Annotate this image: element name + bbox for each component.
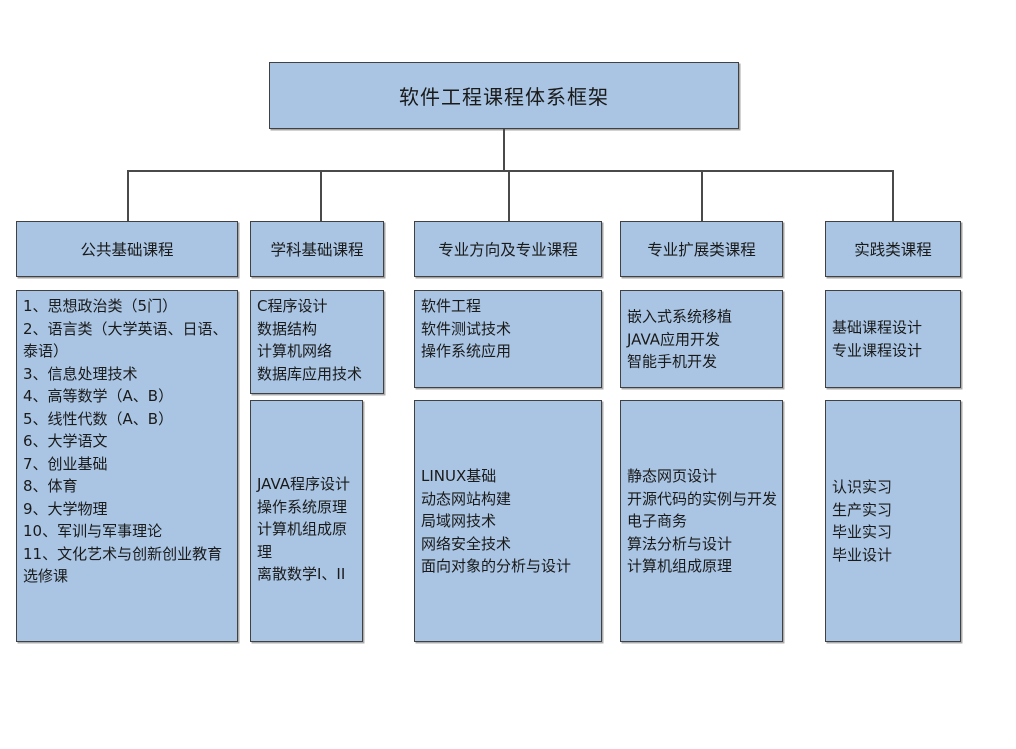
course-box-major-direction-upper[interactable]: 软件工程软件测试技术操作系统应用	[414, 290, 602, 388]
root-title-box: 软件工程课程体系框架	[269, 62, 739, 129]
course-item: 毕业设计	[832, 545, 893, 564]
course-item: 数据结构	[257, 319, 318, 338]
column-header-label: 学科基础课程	[270, 241, 364, 259]
course-list: C程序设计数据结构计算机网络数据库应用技术	[257, 295, 385, 385]
course-item: JAVA程序设计	[257, 475, 351, 493]
course-item: 计算机网络	[257, 342, 333, 360]
course-box-public-basic-list[interactable]: 1、思想政治类（5门） 2、语言类（大学英语、日语、泰语） 3、信息处理技术 4、高等…	[16, 290, 238, 642]
course-item: 10、军训与军事理论	[23, 522, 163, 540]
course-item: 4、高等数学（A、B）	[23, 387, 174, 405]
course-item: 计算机组成原理	[627, 556, 733, 575]
course-list: 软件工程软件测试技术操作系统应用	[421, 295, 601, 363]
column-header-label: 实践类课程	[854, 241, 932, 259]
course-item: 智能手机开发	[627, 352, 718, 371]
course-list: 基础课程设计专业课程设计	[832, 317, 962, 362]
course-item: 2、语言类（大学英语、日语、泰语）	[23, 319, 228, 361]
course-list: JAVA程序设计操作系统原理计算机组成原理离散数学I、II	[257, 473, 361, 586]
course-item: 5、线性代数（A、B）	[23, 409, 174, 428]
course-item: 3、信息处理技术	[23, 364, 138, 383]
course-list: 静态网页设计开源代码的实例与开发电子商务算法分析与设计计算机组成原理	[627, 465, 779, 578]
course-box-subject-basic-upper[interactable]: C程序设计数据结构计算机网络数据库应用技术	[250, 290, 384, 394]
course-item: 动态网站构建	[421, 489, 512, 508]
course-item: 操作系统应用	[421, 342, 512, 360]
course-item: 电子商务	[627, 511, 688, 530]
course-item: JAVA应用开发	[627, 329, 721, 348]
connector-drop-5	[892, 170, 894, 221]
course-item: 11、文化艺术与创新创业教育选修课	[23, 544, 223, 586]
course-item: LINUX基础	[421, 466, 497, 485]
column-header-label: 专业方向及专业课程	[438, 241, 578, 259]
course-item: 8、体育	[23, 477, 78, 495]
course-item: 软件工程	[421, 297, 482, 315]
course-item: 算法分析与设计	[627, 534, 733, 553]
course-item: 静态网页设计	[627, 466, 718, 485]
connector-root-stem	[503, 129, 505, 171]
course-list: 嵌入式系统移植 JAVA应用开发智能手机开发	[627, 305, 779, 373]
course-item: 毕业实习	[832, 523, 893, 541]
course-item: 认识实习	[832, 478, 893, 496]
course-box-practice-upper[interactable]: 基础课程设计专业课程设计	[825, 290, 961, 388]
course-box-subject-basic-lower[interactable]: JAVA程序设计操作系统原理计算机组成原理离散数学I、II	[250, 400, 363, 642]
course-item: 网络安全技术	[421, 534, 512, 553]
course-item: 生产实习	[832, 500, 893, 519]
course-item: 嵌入式系统移植	[627, 307, 733, 326]
course-item: 软件测试技术	[421, 319, 512, 338]
course-item: 基础课程设计	[832, 318, 923, 337]
course-item: 开源代码的实例与开发	[627, 489, 778, 508]
connector-drop-1	[127, 170, 129, 221]
course-item: 离散数学I、II	[257, 565, 346, 583]
connector-bus	[127, 170, 893, 172]
course-item: 6、大学语文	[23, 432, 108, 450]
course-item: 1、思想政治类（5门）	[23, 297, 178, 315]
column-header-major-direction[interactable]: 专业方向及专业课程	[414, 221, 602, 277]
course-item: 9、大学物理	[23, 499, 108, 518]
course-box-major-direction-lower[interactable]: LINUX基础动态网站构建局域网技术网络安全技术面向对象的分析与设计	[414, 400, 602, 642]
course-item: 专业课程设计	[832, 341, 923, 359]
column-header-public-basic[interactable]: 公共基础课程	[16, 221, 238, 277]
course-item: 操作系统原理	[257, 497, 348, 516]
connector-drop-4	[701, 170, 703, 221]
course-item: 7、创业基础	[23, 454, 108, 473]
column-header-subject-basic[interactable]: 学科基础课程	[250, 221, 384, 277]
column-header-label: 公共基础课程	[80, 241, 174, 259]
course-box-major-extension-upper[interactable]: 嵌入式系统移植 JAVA应用开发智能手机开发	[620, 290, 783, 388]
connector-drop-2	[320, 170, 322, 221]
course-list: 1、思想政治类（5门） 2、语言类（大学英语、日语、泰语） 3、信息处理技术 4、高等…	[23, 295, 237, 588]
course-box-major-extension-lower[interactable]: 静态网页设计开源代码的实例与开发电子商务算法分析与设计计算机组成原理	[620, 400, 783, 642]
course-item: 计算机组成原理	[257, 520, 348, 561]
column-header-practice[interactable]: 实践类课程	[825, 221, 961, 277]
course-list: LINUX基础动态网站构建局域网技术网络安全技术面向对象的分析与设计	[421, 465, 601, 578]
connector-drop-3	[508, 170, 510, 221]
course-item: 数据库应用技术	[257, 364, 363, 383]
course-list: 认识实习生产实习毕业实习毕业设计	[832, 476, 960, 566]
column-header-label: 专业扩展类课程	[647, 241, 756, 259]
course-item: 局域网技术	[421, 511, 497, 530]
course-item: C程序设计	[257, 297, 328, 315]
course-box-practice-lower[interactable]: 认识实习生产实习毕业实习毕业设计	[825, 400, 961, 642]
course-item: 面向对象的分析与设计	[421, 556, 572, 575]
column-header-major-extension[interactable]: 专业扩展类课程	[620, 221, 783, 277]
page-title: 软件工程课程体系框架	[399, 85, 609, 109]
